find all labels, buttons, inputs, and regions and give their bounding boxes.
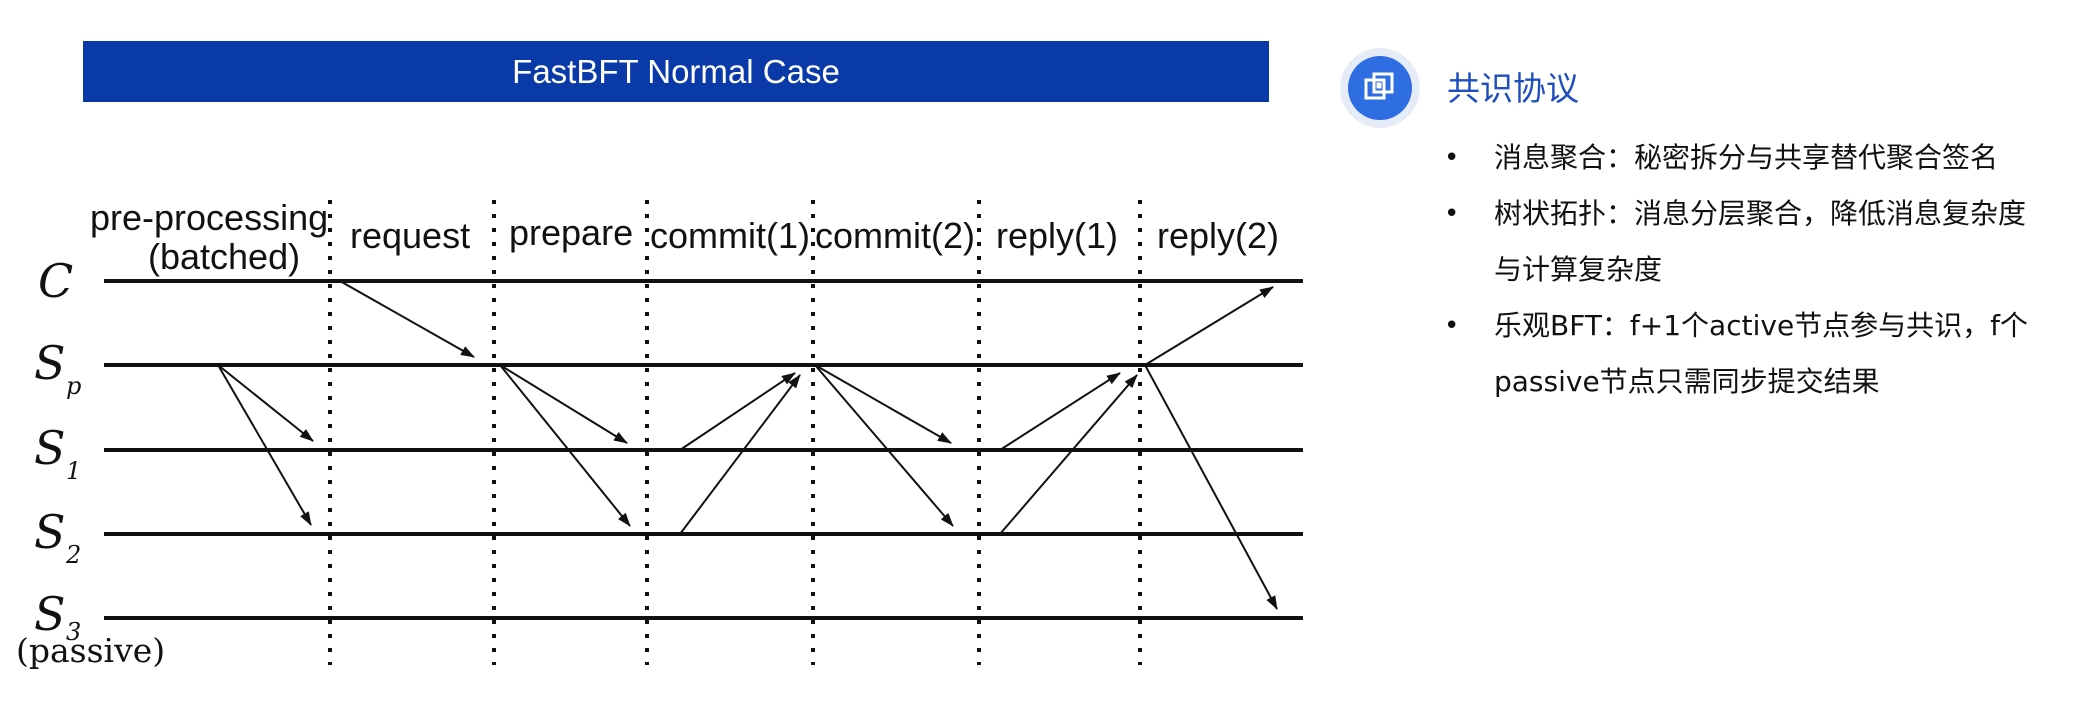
bullet-item-tree-topology: 树状拓扑：消息分层聚合，降低消息复杂度与计算复杂度 xyxy=(1444,186,2044,298)
bullet-item-message-aggregation: 消息聚合：秘密拆分与共享替代聚合签名 xyxy=(1444,130,2044,186)
fastbft-sequence-diagram: pre-processing (batched) request prepare… xyxy=(16,197,1303,670)
phase-label-batched: (batched) xyxy=(148,236,300,277)
phase-labels: pre-processing (batched) request prepare… xyxy=(90,197,1279,277)
arrow-preprocess-primary-to-s1 xyxy=(217,364,314,442)
arrow-reply2-primary-to-client xyxy=(1144,286,1274,366)
passive-note: (passive) xyxy=(16,631,165,670)
bullet-item-optimistic-bft: 乐观BFT：f+1个active节点参与共识，f个passive节点只需同步提交… xyxy=(1444,298,2044,410)
arrow-commit2-primary-to-s1 xyxy=(814,364,952,444)
arrow-request-client-to-primary xyxy=(339,280,475,358)
phase-label-request: request xyxy=(350,215,470,256)
arrow-reply1-s1-to-primary xyxy=(999,372,1121,451)
phase-label-commit-1: commit(1) xyxy=(650,215,810,256)
arrow-preprocess-primary-to-s2 xyxy=(217,364,312,526)
phase-label-commit-2: commit(2) xyxy=(815,215,975,256)
node-label-client: C xyxy=(38,254,73,308)
arrow-prepare-primary-to-s1 xyxy=(499,364,628,444)
message-arrows xyxy=(217,280,1278,610)
node-timelines xyxy=(104,279,1303,620)
phase-label-prepare: prepare xyxy=(509,212,633,253)
node-sub-s3: 3 xyxy=(66,618,81,646)
diagram-title: FastBFT Normal Case xyxy=(512,52,840,90)
node-label-s3: S xyxy=(34,587,66,641)
node-label-primary: S xyxy=(34,336,66,390)
phase-label-preprocessing: pre-processing xyxy=(90,197,328,238)
node-sub-s1: 1 xyxy=(66,457,81,485)
diagram-title-banner: FastBFT Normal Case xyxy=(83,41,1269,102)
node-labels: C S p S 1 S 2 S 3 (passive) xyxy=(16,254,165,670)
copy-icon xyxy=(1340,48,1420,128)
arrow-commit1-s2-to-primary xyxy=(679,374,801,535)
node-sub-s2: 2 xyxy=(65,541,81,569)
node-label-s1: S xyxy=(34,421,66,475)
arrow-reply1-s2-to-primary xyxy=(999,374,1138,535)
arrow-reply2-primary-to-s3 xyxy=(1144,364,1278,610)
arrow-prepare-primary-to-s2 xyxy=(499,364,631,527)
panel-title: 共识协议 xyxy=(1447,69,1579,108)
phase-separators xyxy=(328,200,1142,665)
phase-label-reply-1: reply(1) xyxy=(996,215,1118,256)
arrow-commit1-s1-to-primary xyxy=(679,372,796,451)
phase-label-reply-2: reply(2) xyxy=(1157,215,1279,256)
bullet-list: 消息聚合：秘密拆分与共享替代聚合签名 树状拓扑：消息分层聚合，降低消息复杂度与计… xyxy=(1444,130,2044,410)
arrow-commit2-primary-to-s2 xyxy=(814,364,954,527)
node-sub-primary: p xyxy=(66,372,81,400)
node-label-s2: S xyxy=(34,505,66,559)
